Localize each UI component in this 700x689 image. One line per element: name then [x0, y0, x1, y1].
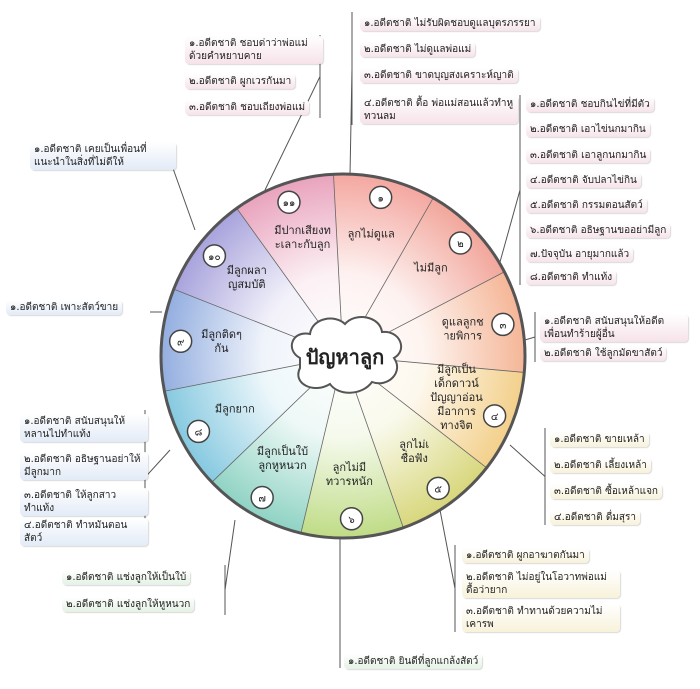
cause-3-2: ๒.อดีตชาติ ใช้ลูกมัดขาสัตว์ [540, 346, 667, 361]
segment-label-6: ลูกไม่มีทวารหนัก [326, 461, 373, 488]
connector-line [169, 159, 196, 231]
segment-number-11: ๑๑ [283, 198, 296, 209]
cause-7-1: ๑.อดีตชาติ แช่งลูกให้เป็นใบ้ [62, 570, 191, 585]
connector-line [144, 410, 171, 545]
segment-number-7: ๗ [258, 494, 266, 505]
segment-number-4: ๔ [491, 412, 499, 423]
wheel-rim [159, 172, 527, 540]
cause-8-3: ๓.อดีตชาติ ให้ลูกสาวทำแท้ง [20, 488, 148, 516]
cause-2-1: ๑.อดีตชาติ ชอบกินไข่ที่มีตัว [526, 97, 654, 112]
segment-number-badge [168, 329, 193, 354]
cause-8-2: ๒.อดีตชาติ อธิษฐานอย่าให้มีลูกมาก [20, 452, 148, 480]
segment-number-9: ๙ [177, 337, 184, 348]
cause-11-2: ๒.อดีตชาติ ผูกเวรกันมา [185, 74, 296, 89]
connector-line [499, 95, 521, 285]
cause-2-8: ๘.อดีตชาติ ทำแท้ง [526, 270, 617, 285]
cause-1-4: ๔.อดีตชาติ ดื้อ พ่อแม่สอนแล้วทำหูทวนลม [360, 96, 518, 124]
segment-label-5: ลูกไม่เชื่อฟัง [399, 438, 429, 465]
connector-line [439, 509, 456, 632]
connector-line [349, 12, 353, 176]
segment-number-badge [448, 231, 473, 255]
cause-1-1: ๑.อดีตชาติ ไม่รับผิดชอบดูแลบุตรภรรยา [360, 16, 540, 31]
cause-4-1: ๑.อดีตชาติ ขายเหล้า [550, 432, 649, 447]
segment-number-badge [482, 404, 507, 428]
cause-9-1: ๑.อดีตชาติ เพาะสัตว์ขาย [6, 300, 123, 315]
segment-label-4: มีลูกเป็นเด็กดาวน์ปัญญาอ่อนมีอาการทางจิต [430, 362, 483, 432]
cause-1-3: ๓.อดีตชาติ ขาดบุญสงเคราะห์ญาติ [360, 68, 518, 83]
segment-label-11: มีปากเสียงทะเลาะกับลูก [274, 224, 331, 251]
segment-number-5: ๕ [434, 484, 442, 495]
segment-label-9: มีลูกติดๆกัน [201, 328, 242, 355]
center-cloud [290, 316, 403, 394]
cause-2-7: ๗.ปัจจุบัน อายุมากแล้ว [526, 247, 634, 262]
cause-5-3: ๓.อดีตชาติ ทำทานด้วยความไม่เคารพ [462, 604, 620, 632]
segment-number-2: ๒ [457, 239, 464, 250]
segment-label-8: มีลูกยาก [215, 402, 255, 415]
center-title: ปัญหาลูก [306, 345, 385, 371]
segment-number-10: ๑๐ [208, 252, 220, 263]
cause-8-4: ๔.อดีตชาติ ทำหมันตอนสัตว์ [20, 518, 148, 546]
cause-5-2: ๒.อดีตชาติ ไม่อยู่ในโอวาทพ่อแม่ ดื้อว่าย… [462, 570, 620, 598]
segment-number-badge [339, 507, 364, 531]
connector-line [524, 312, 536, 362]
cause-4-3: ๓.อดีตชาติ ซื้อเหล้าแจก [550, 484, 662, 499]
segment-label-2: ไม่มีลูก [413, 261, 447, 274]
cause-4-2: ๒.อดีตชาติ เลี้ยงเหล้า [550, 458, 651, 473]
cause-2-5: ๕.อดีตชาติ กรรมตอนสัตว์ [526, 198, 647, 213]
cause-2-6: ๖.อดีตชาติ อธิษฐานขออย่ามีลูก [526, 223, 671, 238]
cause-1-2: ๒.อดีตชาติ ไม่ดูแลพ่อแม่ [360, 42, 476, 57]
cause-3-1: ๑.อดีตชาติ สนับสนุนให้อดีตเพื่อนทำร้ายผู… [540, 314, 688, 342]
segment-label-7: มีลูกเป็นใบ้ลูกหูหนวก [257, 444, 308, 472]
segment-number-badge [426, 476, 450, 501]
connector-line [224, 519, 236, 615]
segment-label-1: ลูกไม่ดูแล [348, 227, 395, 240]
cause-10-1: ๑.อดีตชาติ เคยเป็นเพื่อนที่แนะนำในสิ่งที… [30, 142, 176, 170]
segment-number-badge [277, 190, 301, 214]
segment-label-10: มีลูกผลาญสมบัติ [227, 264, 267, 291]
cause-8-1: ๑.อดีตชาติ สนับสนุนให้หลานไปทำแท้ง [20, 414, 148, 442]
cause-11-1: ๑.อดีตชาติ ชอบด่าว่าพ่อแม่ด้วยคำหยาบคาย [185, 36, 323, 64]
segment-number-badge [491, 312, 515, 337]
segment-number-badge [202, 244, 227, 268]
cause-2-3: ๓.อดีตชาติ เอาลูกนกมากิน [526, 148, 651, 163]
segment-number-1: ๑ [377, 193, 383, 204]
segment-number-6: ๖ [348, 515, 354, 526]
cause-7-2: ๒.อดีตชาติ แช่งลูกให้หูหนวก [62, 597, 195, 612]
segment-number-badge [186, 419, 211, 444]
segment-label-3: ดูแลลูกชายพิการ [442, 315, 484, 342]
cause-2-2: ๒.อดีตชาติ เอาไข่นกมากิน [526, 122, 650, 137]
segment-number-badge [250, 485, 274, 510]
connector-lines [144, 12, 546, 668]
segment-number-8: ๘ [195, 427, 203, 438]
cause-2-4: ๔.อดีตชาติ จับปลาไข่กิน [526, 173, 641, 188]
segment-number-badge [368, 185, 393, 210]
connector-line [509, 428, 546, 525]
cause-6-1: ๑.อดีตชาติ ยินดีที่ลูกแกล้งสัตว์ [344, 654, 483, 669]
cause-4-4: ๔.อดีตชาติ ดื่มสุรา [550, 510, 640, 525]
cause-5-1: ๑.อดีตชาติ ผูกอาฆาตกันมา [462, 548, 589, 563]
cause-11-3: ๓.อดีตชาติ ชอบเถียงพ่อแม่ [185, 100, 310, 115]
segment-number-3: ๓ [499, 320, 506, 331]
